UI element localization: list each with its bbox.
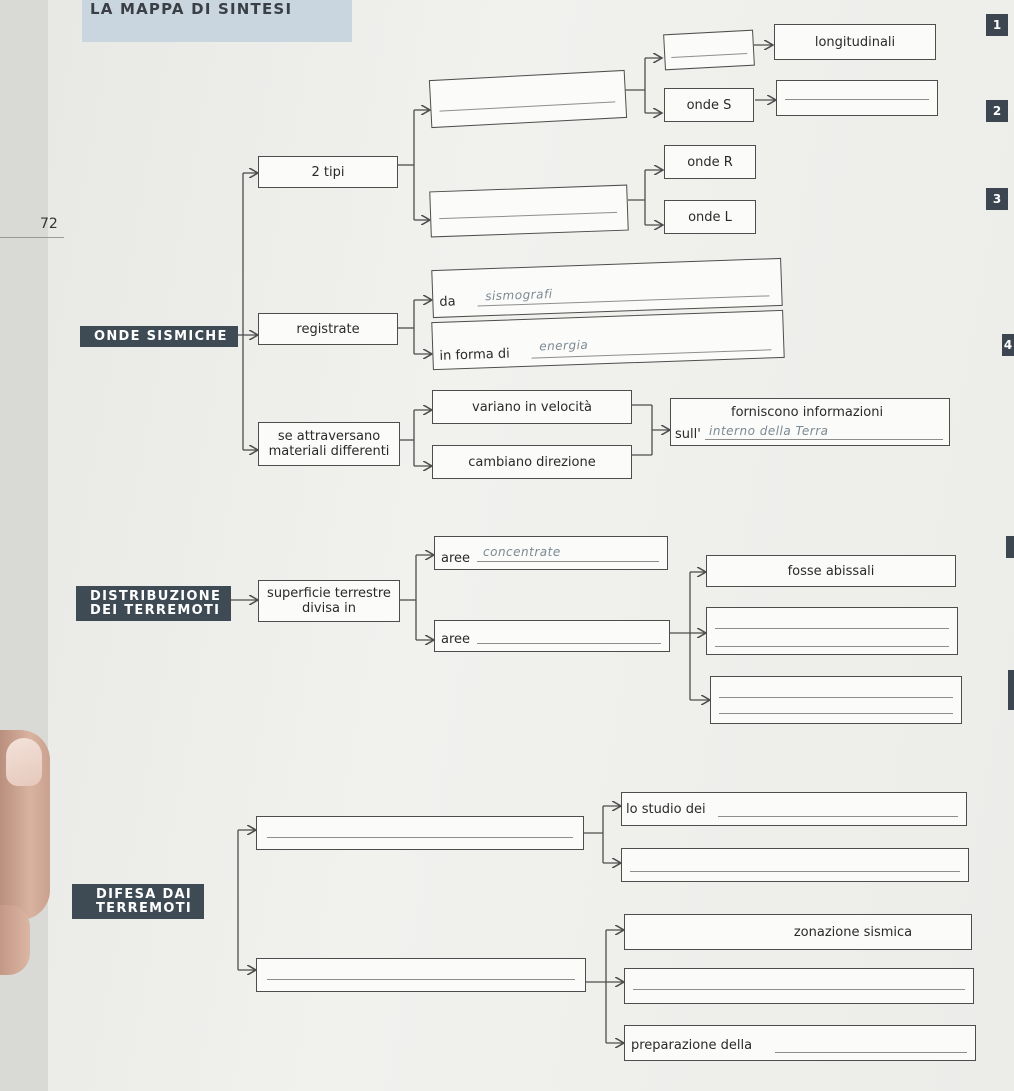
section-onde-sismiche: ONDE SISMICHE xyxy=(80,326,238,347)
box-variano-in-velocita: variano in velocità xyxy=(432,390,632,424)
handwritten-answer-sull: interno della Terra xyxy=(709,424,829,438)
page-title: LA MAPPA DI SINTESI xyxy=(90,0,293,18)
handwritten-answer-da: sismografi xyxy=(484,286,553,304)
answer-box-tipo-1[interactable] xyxy=(428,69,628,129)
blank-line xyxy=(715,628,949,629)
box-onde-r: onde R xyxy=(664,145,756,179)
box-2-tipi: 2 tipi xyxy=(258,156,398,188)
page-rule xyxy=(0,237,64,238)
box-preparazione-della[interactable]: preparazione della xyxy=(624,1025,976,1061)
title-band xyxy=(82,0,352,42)
box-zonazione-sismica: zonazione sismica xyxy=(624,914,972,950)
box-onde-s: onde S xyxy=(664,88,754,122)
blank-line xyxy=(715,646,949,647)
blank-line xyxy=(439,211,618,220)
answer-box-onde-p[interactable] xyxy=(663,29,755,71)
answer-box-prevenzione-2[interactable] xyxy=(624,968,974,1004)
answer-box-dorsali[interactable] xyxy=(706,607,958,655)
side-tab-4: 4 xyxy=(1002,334,1014,356)
blank-line xyxy=(633,989,965,990)
box-cambiano-direzione: cambiano direzione xyxy=(432,445,632,479)
answer-box-tipo-2[interactable] xyxy=(429,184,629,238)
finger-lower xyxy=(0,905,30,975)
side-tab-6 xyxy=(1008,670,1014,710)
box-aree-2[interactable]: aree xyxy=(434,620,670,652)
blank-line xyxy=(267,837,573,838)
page-number: 72 xyxy=(40,216,58,232)
side-tab-5 xyxy=(1006,536,1014,558)
blank-line xyxy=(718,816,958,817)
blank-line xyxy=(630,871,960,872)
answer-box-prevenzione[interactable] xyxy=(256,958,586,992)
handwritten-answer-forma: energia xyxy=(538,337,589,354)
blank-line xyxy=(775,1052,967,1053)
box-superficie-terrestre: superficie terrestre divisa in xyxy=(258,580,400,622)
answer-box-catene[interactable] xyxy=(710,676,962,724)
box-longitudinali: longitudinali xyxy=(774,24,936,60)
blank-line xyxy=(785,99,929,100)
blank-line xyxy=(267,979,575,980)
box-lo-studio-dei[interactable]: lo studio dei xyxy=(621,792,967,826)
blank-line xyxy=(671,53,748,58)
box-aree-concentrate[interactable]: aree concentrate xyxy=(434,536,668,570)
section-difesa-terremoti: DIFESA DAI TERREMOTI xyxy=(72,884,205,919)
side-tab-3: 3 xyxy=(986,188,1008,210)
side-tab-1: 1 xyxy=(986,14,1008,36)
side-tab-2: 2 xyxy=(986,100,1008,122)
box-registrate: registrate xyxy=(258,313,398,345)
box-onde-l: onde L xyxy=(664,200,756,234)
answer-box-studio-2[interactable] xyxy=(621,848,969,882)
blank-line xyxy=(477,561,659,562)
blank-line xyxy=(705,439,943,440)
box-forniscono-informazioni[interactable]: forniscono informazioni sull' interno de… xyxy=(670,398,950,446)
answer-box-previsione[interactable] xyxy=(256,816,584,850)
blank-line xyxy=(477,643,661,644)
blank-line xyxy=(439,101,616,112)
answer-box-trasversali[interactable] xyxy=(776,80,938,116)
fingernail xyxy=(6,738,42,786)
blank-line xyxy=(719,697,953,698)
blank-line xyxy=(719,713,953,714)
handwritten-answer-aree: concentrate xyxy=(483,545,561,559)
box-se-attraversano: se attraversano materiali differenti xyxy=(258,422,400,466)
section-distribuzione-terremoti: DISTRIBUZIONE DEI TERREMOTI xyxy=(76,586,232,621)
box-fosse-abissali: fosse abissali xyxy=(706,555,956,587)
